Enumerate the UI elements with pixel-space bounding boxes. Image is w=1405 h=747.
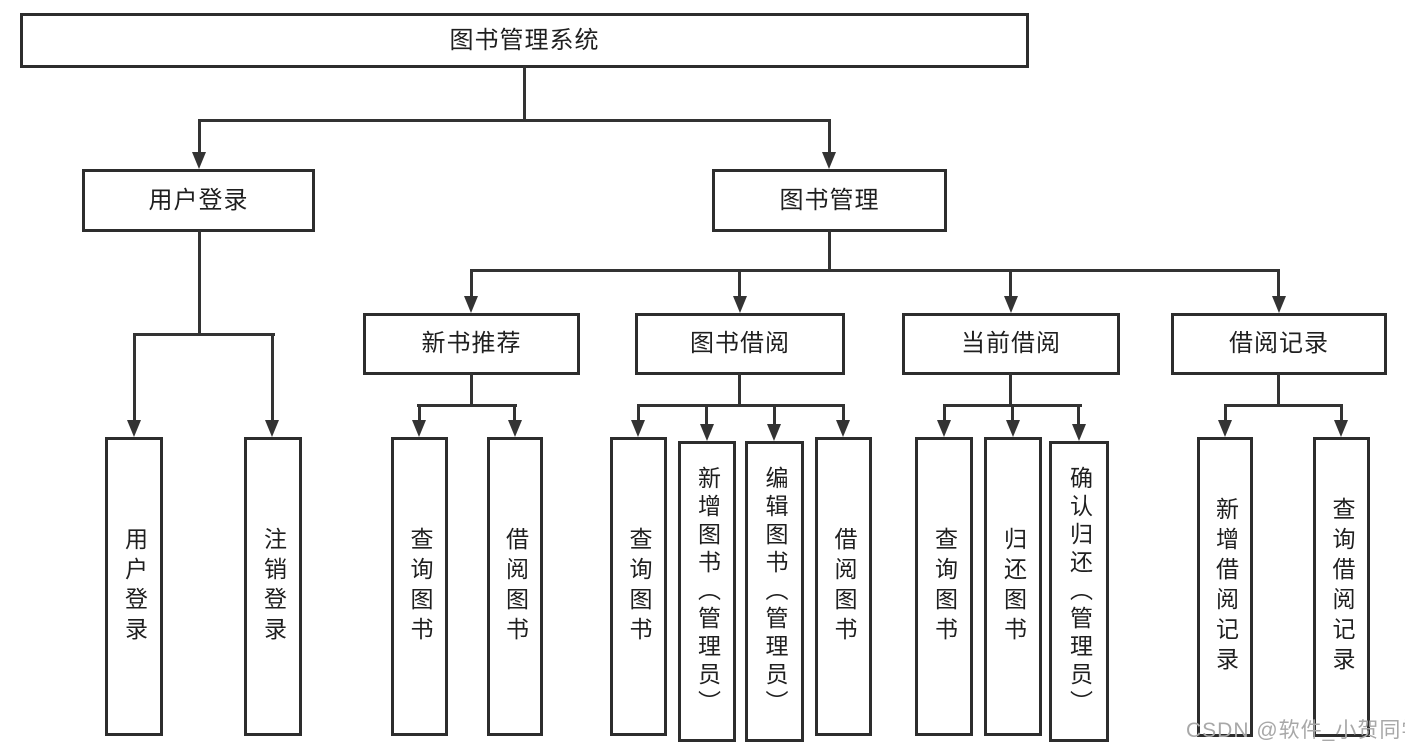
leaf-borrow-edit-books-admin: 编辑图书（管理员） [745,441,804,742]
node-label: 查询图书 [931,526,958,647]
leaf-current-return-books: 归还图书 [984,437,1042,736]
connector-line [1009,373,1012,406]
connector-line [418,404,421,422]
connector-line [1009,269,1012,299]
connector-line [133,333,275,336]
connector-line [1277,373,1280,406]
connector-line [1011,404,1014,422]
leaf-current-confirm-return-admin: 确认归还（管理员） [1049,441,1109,742]
node-label: 查询图书 [407,526,433,647]
arrowhead-down-icon [508,420,522,437]
arrowhead-down-icon [1004,296,1018,313]
connector-line [705,404,708,426]
arrowhead-down-icon [265,420,279,437]
connector-line [1277,269,1280,299]
node-label: 新增图书（管理员） [694,465,721,718]
connector-line [943,404,946,422]
leaf-borrow-borrow-books: 借阅图书 [815,437,872,736]
node-label: 确认归还（管理员） [1066,465,1093,718]
arrowhead-down-icon [192,152,206,169]
leaf-newbook-borrow-books: 借阅图书 [487,437,543,736]
leaf-current-query-books: 查询图书 [915,437,973,736]
connector-line [1340,404,1343,422]
connector-line [1224,404,1342,407]
leaf-user-login: 用户登录 [105,437,163,736]
arrowhead-down-icon [412,420,426,437]
node-user-login: 用户登录 [82,169,315,232]
connector-line [828,119,831,155]
arrowhead-down-icon [1006,420,1020,437]
connector-line [842,404,845,422]
node-label: 查询图书 [626,526,652,647]
connector-line [738,269,741,299]
leaf-logout: 注销登录 [244,437,302,736]
node-label: 图书借阅 [690,330,790,357]
node-label: 图书管理系统 [449,26,600,54]
node-current-borrow: 当前借阅 [902,313,1120,375]
leaf-records-add-record: 新增借阅记录 [1197,437,1253,737]
connector-line [523,66,526,122]
connector-line [1077,404,1080,426]
leaf-newbook-query-books: 查询图书 [391,437,448,736]
arrowhead-down-icon [1272,296,1286,313]
connector-line [470,269,473,299]
node-borrow-records: 借阅记录 [1171,313,1387,375]
node-label: 新书推荐 [421,330,522,357]
connector-line [637,404,640,422]
node-label: 借阅记录 [1229,330,1329,357]
node-library-management-system: 图书管理系统 [20,13,1029,68]
node-label: 用户登录 [121,526,148,647]
connector-line [417,404,517,407]
connector-line [198,119,831,122]
arrowhead-down-icon [1218,420,1232,437]
connector-line [828,230,831,272]
arrowhead-down-icon [937,420,951,437]
leaf-records-query-record: 查询借阅记录 [1313,437,1370,737]
connector-line [470,269,1280,272]
arrowhead-down-icon [1072,424,1086,441]
node-book-management: 图书管理 [712,169,947,232]
connector-line [133,333,136,422]
node-label: 新增借阅记录 [1212,497,1239,677]
node-new-book-recommend: 新书推荐 [363,313,580,375]
connector-line [198,230,201,336]
arrowhead-down-icon [767,424,781,441]
connector-line [271,333,274,422]
node-label: 当前借阅 [961,330,1061,357]
node-label: 归还图书 [1000,526,1027,647]
leaf-borrow-query-books: 查询图书 [610,437,667,736]
connector-line [773,404,776,426]
node-label: 图书管理 [779,186,880,214]
connector-line [637,404,844,407]
node-book-borrow: 图书借阅 [635,313,845,375]
arrowhead-down-icon [700,424,714,441]
arrowhead-down-icon [1334,420,1348,437]
leaf-borrow-add-books-admin: 新增图书（管理员） [678,441,736,742]
arrowhead-down-icon [822,152,836,169]
node-label: 查询借阅记录 [1329,497,1355,677]
arrowhead-down-icon [733,296,747,313]
connector-line [513,404,516,422]
arrowhead-down-icon [631,420,645,437]
arrowhead-down-icon [836,420,850,437]
arrowhead-down-icon [464,296,478,313]
connector-line [1224,404,1227,422]
arrowhead-down-icon [127,420,141,437]
csdn-watermark: CSDN @软件_小贺同学 [1186,719,1405,742]
node-label: 借阅图书 [502,526,529,647]
connector-line [738,373,741,406]
connector-line [470,373,473,406]
node-label: 注销登录 [260,526,287,647]
node-label: 用户登录 [148,186,249,214]
node-label: 编辑图书（管理员） [762,465,788,718]
connector-line [198,119,201,155]
node-label: 借阅图书 [831,526,857,647]
